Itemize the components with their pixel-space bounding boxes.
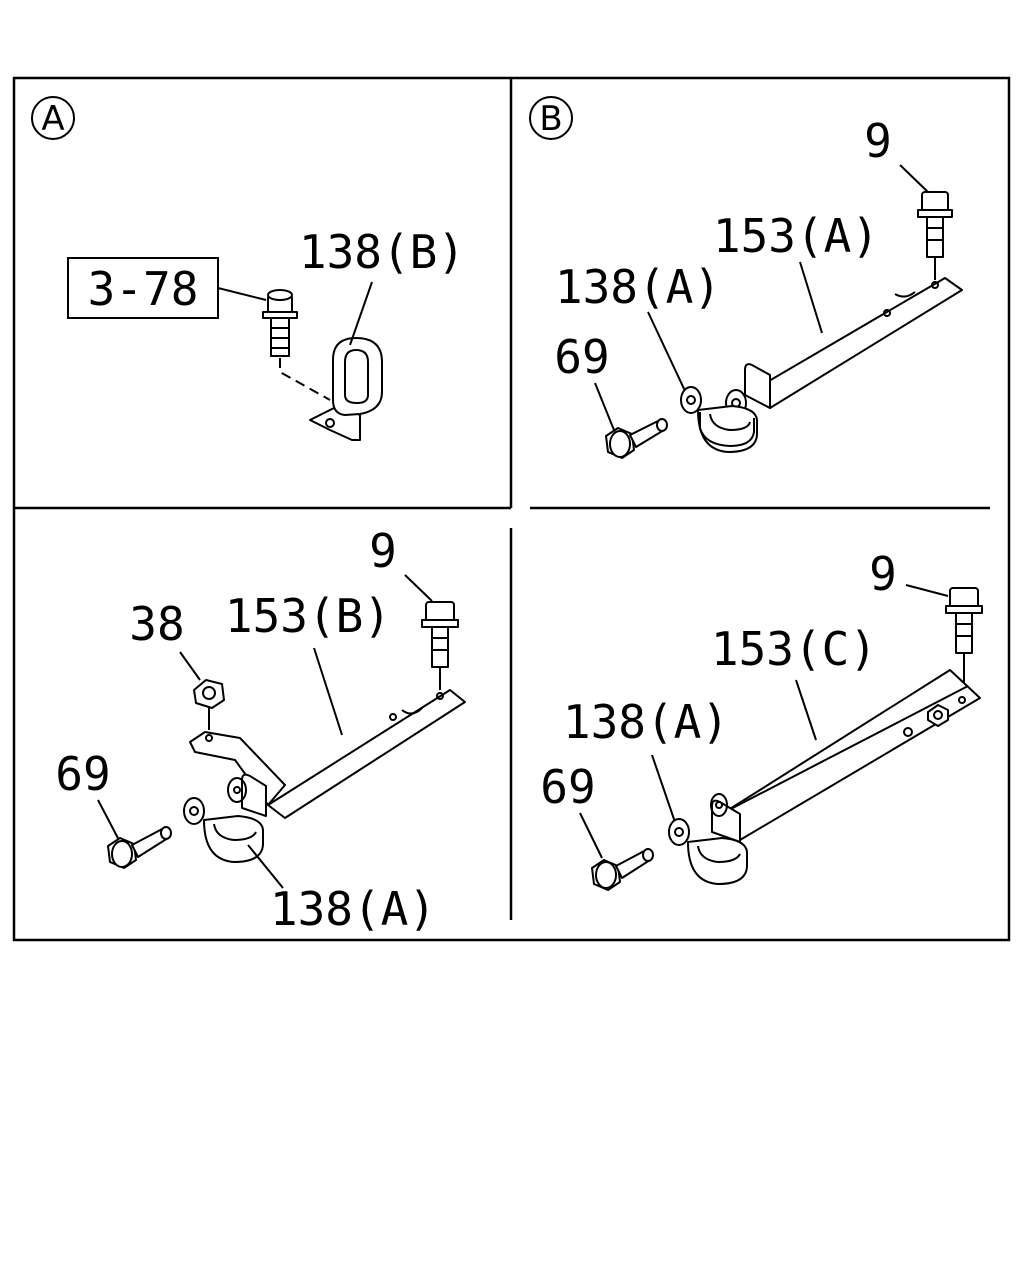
panel-d: 9 153(C) 138(A) [540, 547, 983, 891]
label-9-d: 9 [869, 547, 897, 601]
panel-a: A 3-78 138(B) [31, 96, 465, 441]
label-69-b: 69 [554, 330, 609, 384]
clip-138a-c-icon [183, 797, 265, 863]
leader-38 [179, 651, 201, 681]
leader-69-b [594, 382, 615, 431]
bracket-153c-icon [710, 669, 981, 843]
leader-153a [799, 261, 823, 334]
ref-box-label: 3-78 [88, 262, 199, 316]
leader-138a-c [247, 844, 284, 889]
label-9-b: 9 [864, 114, 892, 168]
leader-69-c [97, 799, 121, 843]
clip-138b-icon [309, 337, 383, 441]
leader-138a-b [647, 311, 687, 394]
panel-a-letter: A [41, 99, 64, 139]
panel-b-letter: B [539, 99, 562, 139]
bracket-153a-icon [725, 277, 963, 417]
leader-ref [217, 287, 267, 301]
label-138b: 138(B) [299, 225, 465, 279]
clip-138a-d-icon [668, 818, 749, 885]
label-38: 38 [129, 597, 184, 651]
leader-153c [795, 679, 817, 741]
leader-9-d [905, 584, 949, 597]
label-138a-b: 138(A) [555, 260, 721, 314]
label-69-d: 69 [540, 760, 595, 814]
bracket-153b-icon [189, 689, 466, 819]
label-69-c: 69 [55, 747, 110, 801]
leader-138b [349, 281, 373, 346]
bolt-69-d-icon [591, 848, 654, 891]
label-153c: 153(C) [711, 622, 877, 676]
bolt-top-b-icon [917, 191, 953, 280]
leader-69-d [579, 812, 603, 859]
panel-a-circle [31, 96, 75, 140]
bolt-top-c-icon [421, 601, 459, 690]
label-9-c: 9 [369, 524, 397, 578]
panel-b: B 9 153(A) 138(A) [529, 96, 963, 459]
label-153a: 153(A) [713, 209, 879, 263]
label-153b: 153(B) [225, 589, 391, 643]
panel-b-circle [529, 96, 573, 140]
label-138a-c: 138(A) [270, 882, 436, 936]
bolt-69-c-icon [107, 826, 172, 869]
leader-153b [313, 647, 343, 736]
bolt-top-d-icon [945, 587, 983, 695]
bolt-69-b-icon [605, 418, 668, 459]
bolt-icon [262, 289, 298, 357]
leader-9-c [404, 574, 433, 602]
label-138a-d: 138(A) [563, 695, 729, 749]
clip-138a-b-icon [680, 386, 759, 453]
leader-9-b [899, 164, 929, 193]
leader-138a-d [651, 754, 677, 826]
install-path [279, 358, 331, 401]
nut-38-icon [193, 679, 225, 730]
panel-c: 9 38 153(B) 69 [55, 524, 466, 936]
